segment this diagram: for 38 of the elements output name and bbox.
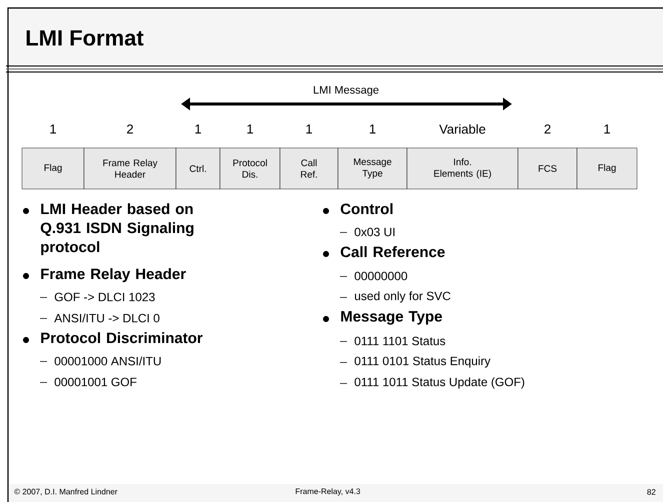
sub-item: 00001000 ANSI/ITU xyxy=(54,356,161,366)
bullet-text: Protocol Discriminator xyxy=(41,332,202,344)
field-cell: Protocol Dis. xyxy=(220,148,280,190)
footer-text: © 2007, D.I. Manfred Lindner xyxy=(14,488,118,496)
span-label: LMI Message xyxy=(314,86,379,96)
bullet-text: LMI Header based on Q.931 ISDN Signaling protocol xyxy=(40,203,194,256)
byte-count: 2 xyxy=(544,124,550,134)
footer-text: 82 xyxy=(647,489,656,495)
title: LMI Format xyxy=(26,30,144,46)
byte-count: 1 xyxy=(306,124,312,134)
bullet-text: Frame Relay Header xyxy=(41,268,186,282)
sub-item: 00000000 xyxy=(354,272,408,280)
byte-count: 1 xyxy=(50,124,56,134)
field-cell: Flag xyxy=(22,148,84,190)
sub-item: 0111 1101 Status xyxy=(354,336,446,346)
byte-count: Variable xyxy=(439,124,486,134)
byte-count: 1 xyxy=(247,124,253,134)
sub-item: GOF -> DLCI 1023 xyxy=(54,292,155,302)
field-cell: Call Ref. xyxy=(280,148,338,190)
sub-item: 0111 1011 Status Update (GOF) xyxy=(354,377,524,389)
sub-item: 0111 0101 Status Enquiry xyxy=(354,356,490,368)
sub-item: 00001001 GOF xyxy=(54,378,136,386)
byte-count: 1 xyxy=(604,124,610,134)
byte-count: 1 xyxy=(370,124,376,134)
bullet-text: Call Reference xyxy=(340,246,445,258)
sub-item: used only for SVC xyxy=(355,291,450,303)
sub-item: 0x03 UI xyxy=(354,228,394,236)
field-cell: Ctrl. xyxy=(176,148,220,190)
byte-count: 2 xyxy=(127,124,133,134)
bullet-text: Message Type xyxy=(341,311,442,325)
bullet-text: Control xyxy=(340,203,392,214)
field-cell: Flag xyxy=(576,148,638,190)
field-cell: Info. Elements (IE) xyxy=(406,148,518,190)
sub-item: ANSI/ITU -> DLCI 0 xyxy=(54,314,160,322)
footer-text: Frame-Relay, v4.3 xyxy=(296,488,360,496)
byte-count: 1 xyxy=(195,124,201,134)
field-cell: FCS xyxy=(518,148,578,190)
field-cell: Message Type xyxy=(338,148,408,190)
